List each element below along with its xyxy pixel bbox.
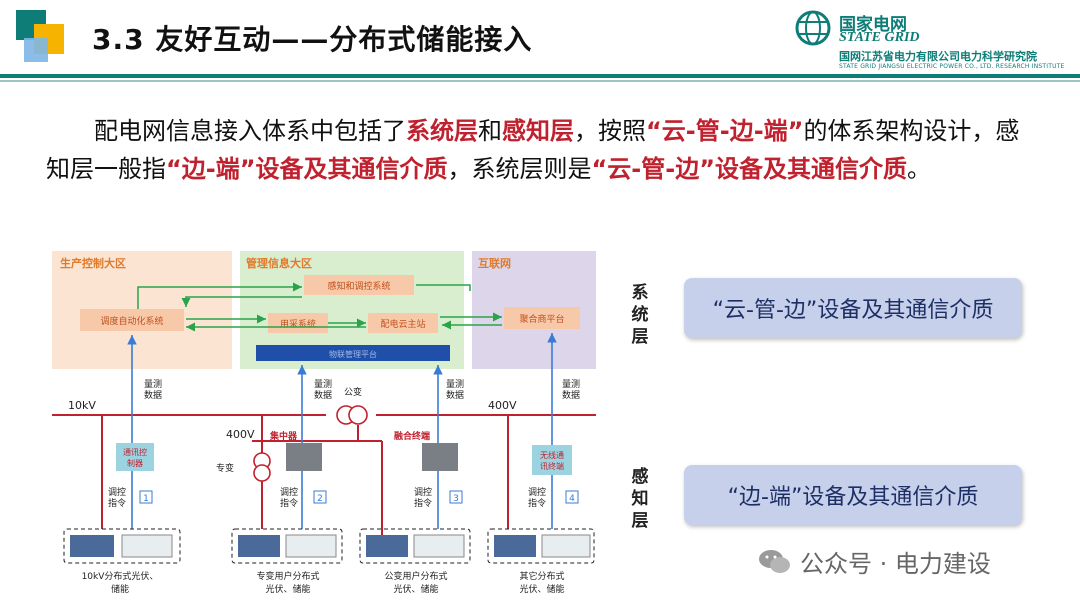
watermark-text: 公众号 · 电力建设 — [800, 550, 991, 578]
device-label: 讯终端 — [540, 461, 564, 471]
para-highlight: “边-端”设备及其通信介质 — [166, 155, 448, 183]
number-badge: 1 — [143, 494, 149, 504]
site-label: 公变用户分布式光伏、储能 — [384, 570, 447, 595]
decor-square-blue — [24, 38, 48, 62]
device-label: 制器 — [127, 458, 143, 468]
zone-label: 互联网 — [478, 256, 511, 270]
voltage-label: 10kV — [68, 399, 96, 412]
para-highlight: 感知层 — [502, 117, 574, 145]
system-box: 调度自动化系统 — [100, 315, 163, 327]
control-label: 调控指令 — [108, 486, 126, 509]
system-box: 感知和调控系统 — [327, 280, 390, 292]
gongbian-label: 公变 — [344, 386, 362, 398]
device-label: 无线通 — [540, 450, 564, 460]
site-box — [231, 528, 343, 564]
site-label: 其它分布式光伏、储能 — [519, 570, 564, 595]
architecture-diagram: 生产控制大区 管理信息大区 互联网 感知和调控系统 调度自动化系统 用采系统 配… — [52, 251, 596, 595]
control-label: 调控指令 — [280, 486, 298, 509]
zone-label: 管理信息大区 — [246, 256, 312, 270]
site-box — [487, 528, 595, 564]
globe-icon — [795, 10, 831, 46]
device-concentrator — [286, 443, 322, 471]
institute-name-en: STATE GRID JIANGSU ELECTRIC POWER CO., L… — [839, 63, 1065, 70]
number-badge: 2 — [317, 494, 323, 504]
device-controller — [116, 443, 154, 471]
control-label: 调控指令 — [528, 486, 546, 509]
site-label: 10kV分布式光伏、储能 — [82, 570, 159, 595]
header-rule — [0, 74, 1080, 78]
institute-name: 国网江苏省电力有限公司电力科学研究院 — [839, 50, 1037, 63]
system-layer-label: 系统层 — [631, 283, 649, 347]
para-text: 配电网信息接入体系中包括了 — [94, 117, 406, 145]
device-label: 融合终端 — [394, 430, 430, 442]
voltage-label: 400V — [488, 399, 517, 412]
voltage-label: 400V — [226, 428, 255, 441]
para-text: 的体系架构设计，感知层一般指 — [46, 117, 1020, 183]
slide-header: 3.3 友好互动——分布式储能接入 国家电网 STATE GRID 国网江苏省电… — [0, 0, 1080, 82]
sensing-layer-pill: “边-端”设备及其通信介质 — [684, 465, 1022, 525]
para-highlight: “云-管-边-端” — [646, 117, 804, 145]
header-rule-thin — [0, 80, 1080, 82]
device-wireless — [532, 445, 572, 475]
watermark: 公众号 · 电力建设 — [758, 544, 991, 579]
zhuanbian-label: 专变 — [216, 462, 234, 474]
measure-label: 量测数据 — [562, 379, 580, 401]
number-badge: 4 — [569, 494, 575, 504]
number-badge: 3 — [453, 494, 459, 504]
measure-label: 量测数据 — [314, 379, 332, 401]
control-label: 调控指令 — [414, 486, 432, 509]
system-layer-pill: “云-管-边”设备及其通信介质 — [684, 278, 1022, 338]
logo-en: STATE GRID — [839, 30, 920, 45]
measure-label: 量测数据 — [446, 379, 464, 401]
site-box — [359, 528, 471, 564]
system-box: 配电云主站 — [380, 318, 425, 330]
system-box: 物联管理平台 — [329, 349, 377, 359]
sensing-layer-label: 感知层 — [631, 467, 649, 531]
system-box: 用采系统 — [280, 318, 316, 330]
para-text: 。 — [906, 155, 931, 183]
device-label: 通讯控 — [123, 447, 147, 457]
para-text: ，按照 — [574, 117, 646, 145]
wechat-icon — [759, 549, 790, 573]
para-text: 和 — [478, 117, 502, 145]
para-text: ，系统层则是 — [447, 155, 592, 183]
zone-label: 生产控制大区 — [60, 256, 126, 270]
state-grid-logo: 国家电网 STATE GRID 国网江苏省电力有限公司电力科学研究院 STATE… — [795, 8, 1075, 70]
para-highlight: “云-管-边”设备及其通信介质 — [591, 155, 907, 183]
device-fusion-terminal — [422, 443, 458, 471]
system-box: 聚合商平台 — [519, 313, 564, 325]
intro-paragraph: 配电网信息接入体系中包括了系统层和感知层，按照“云-管-边-端”的体系架构设计，… — [46, 112, 1036, 188]
site-label: 专变用户分布式光伏、储能 — [256, 570, 319, 595]
measure-label: 量测数据 — [144, 379, 162, 401]
logo-cn: 国家电网 — [839, 15, 907, 35]
para-highlight: 系统层 — [406, 117, 478, 145]
device-label: 集中器 — [269, 430, 298, 442]
slide-title: 3.3 友好互动——分布式储能接入 — [92, 23, 533, 56]
site-box — [63, 528, 181, 564]
